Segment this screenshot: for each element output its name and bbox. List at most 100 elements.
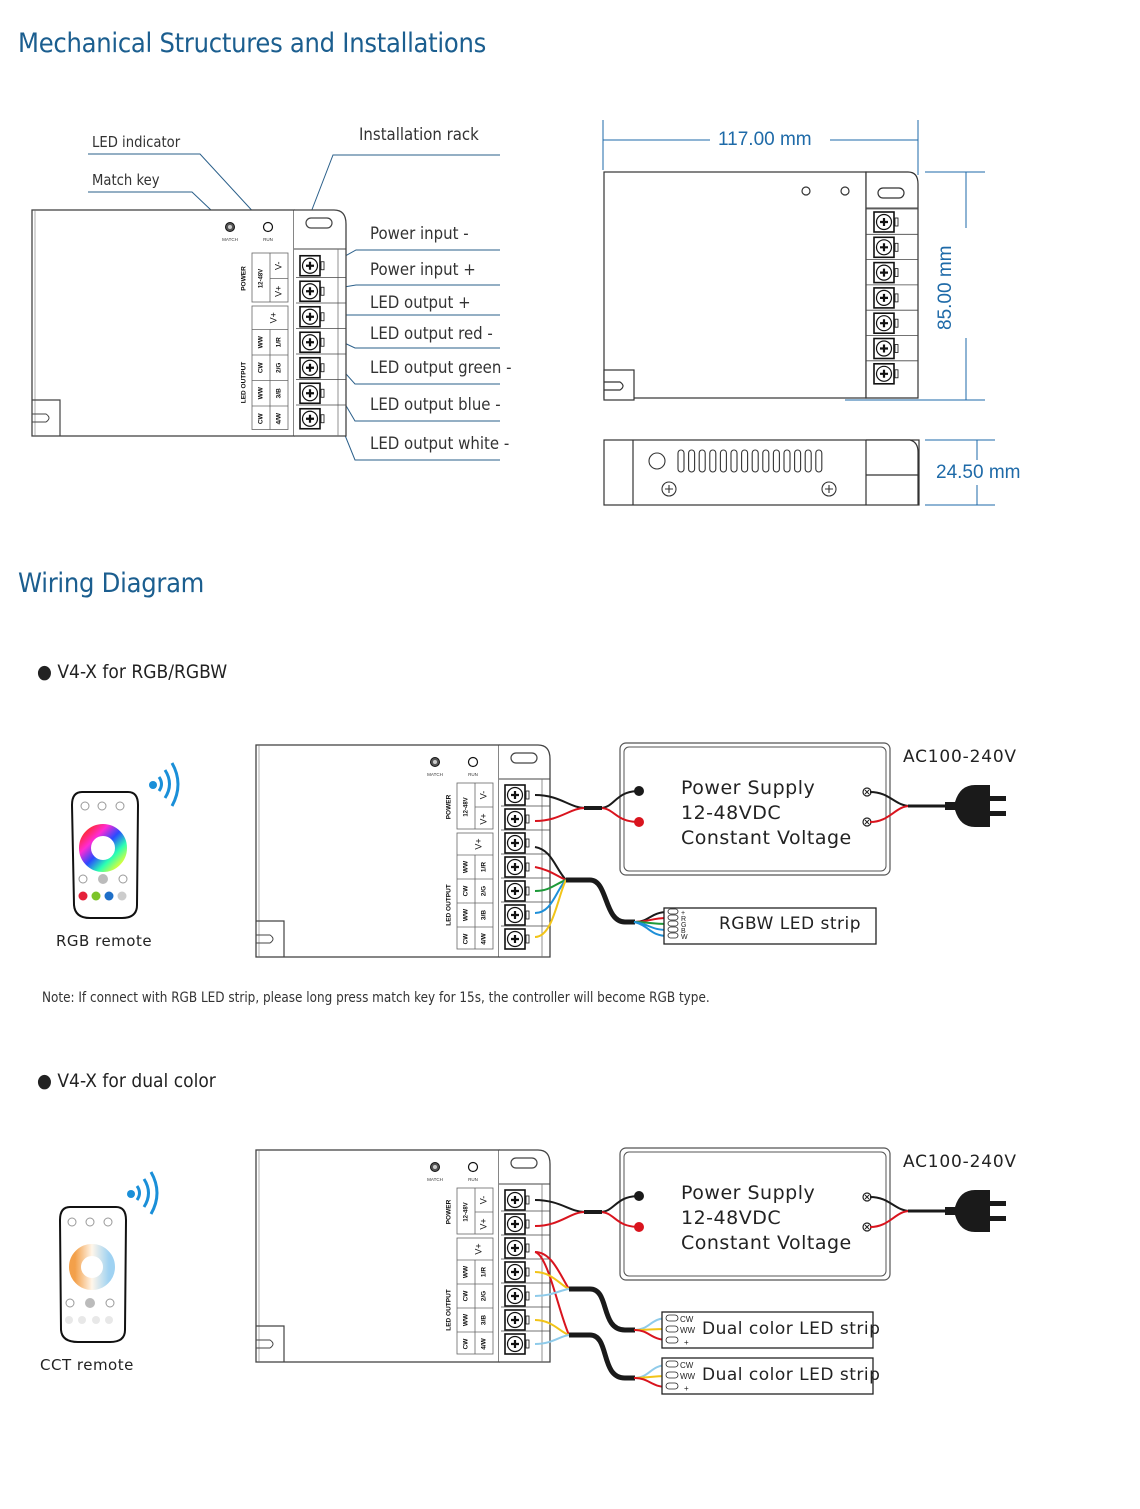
strip-pin-label: WW: [680, 1372, 696, 1381]
strip-pin-label: G: [681, 922, 686, 929]
channel-rgbw-label: 3/B: [276, 388, 283, 398]
mounting-slot: [32, 413, 50, 423]
screw-cross: [306, 338, 314, 347]
rack-slot: [510, 752, 538, 764]
v-plus-label: V+: [273, 286, 283, 297]
channel-cct-label: CW: [258, 412, 265, 424]
terminal-pin: [525, 934, 530, 944]
terminal-pin: [320, 363, 325, 373]
screw-cross: [511, 1244, 519, 1252]
vent-slot: [762, 449, 770, 473]
channel-cct-label: CW: [258, 361, 265, 373]
dual-power-supply-label: Power Supply 12-48VDC Constant Voltage: [681, 1182, 852, 1254]
terminal-pin: [320, 312, 325, 322]
terminal-strip: [501, 784, 550, 950]
screw-cross: [306, 363, 314, 372]
dual-ac-label: AC100-240V: [903, 1152, 1017, 1172]
callout-led-indicator: LED indicator: [92, 133, 181, 151]
channel-cct-label: WW: [258, 335, 265, 348]
terminal-pin: [894, 318, 899, 328]
channel-rgbw-label: 3/B: [481, 910, 488, 920]
vent-slot: [677, 449, 685, 473]
screw-cross: [880, 218, 888, 226]
power-plug-icon: [945, 1190, 1006, 1232]
terminal-pin: [525, 1315, 530, 1325]
strip-pin-label: W: [681, 934, 688, 941]
screw-cross: [511, 839, 519, 847]
screw-cross: [306, 389, 314, 398]
mechanical-section-title: Mechanical Structures and Installations: [18, 28, 487, 59]
controller-body: [31, 209, 295, 437]
vent-slot: [719, 449, 727, 473]
channel-rgbw-label: 2/G: [481, 1291, 488, 1301]
vent-slot: [815, 449, 823, 473]
vent-slot: [698, 449, 706, 473]
channel-cct-label: WW: [463, 1313, 470, 1326]
led-output-label: LED OUTPUT: [446, 884, 453, 926]
strip-pin-label: +: [681, 910, 685, 917]
dimension-depth: 24.50 mm: [936, 462, 1021, 483]
terminal-pin: [320, 337, 325, 347]
terminal-pin: [525, 838, 530, 848]
terminal-pin: [320, 414, 325, 424]
terminal-pin: [525, 1291, 530, 1301]
screw-cross: [880, 268, 888, 277]
rgb-power-supply-label: Power Supply 12-48VDC Constant Voltage: [681, 777, 852, 849]
terminal-pin: [525, 1243, 530, 1253]
screw-cross: [880, 243, 888, 252]
remote-body: [70, 791, 140, 919]
dual-strip-label: Dual color LED strip: [702, 1319, 881, 1339]
v-minus-label: V-: [478, 791, 488, 800]
screw-cross: [511, 911, 519, 919]
dual-subtitle: ● V4-X for dual color: [37, 1070, 216, 1092]
led-output-label: LED OUTPUT: [446, 1289, 453, 1331]
terminal-pin: [525, 886, 530, 896]
dual-strip-box: [661, 1357, 874, 1395]
vent-slot: [804, 449, 812, 473]
strip-pin-label: R: [681, 916, 686, 923]
screw-cross: [511, 1292, 519, 1300]
channel-cct-label: CW: [463, 1338, 470, 1350]
power-supply-box-outer: [619, 1147, 891, 1281]
vent-slot: [751, 449, 759, 473]
screw-cross: [306, 414, 314, 423]
screw-cross: [880, 369, 888, 378]
screw-cross: [880, 293, 888, 302]
channel-rgbw-label: 4/W: [276, 412, 283, 424]
voltage-label: 12-48V: [259, 269, 265, 288]
screw-cross: [511, 791, 519, 799]
vent-slot: [794, 449, 802, 473]
power-label: POWER: [446, 1199, 453, 1224]
channel-rgbw-label: 1/R: [481, 1267, 488, 1277]
vent-slot: [741, 449, 749, 473]
channel-rgbw-label: 2/G: [481, 886, 488, 896]
screw-cross: [511, 815, 519, 823]
match-label: MATCH: [427, 772, 443, 777]
terminal-pin: [525, 910, 530, 920]
rgb-note: Note: If connect with RGB LED strip, ple…: [42, 990, 710, 1006]
terminal-pin: [894, 268, 899, 278]
dimension-drawing: [602, 120, 995, 506]
screw-cross: [511, 1220, 519, 1228]
terminal-callout: LED output +: [370, 293, 471, 313]
run-led-indicator: [262, 221, 274, 233]
terminal-callout: Power input +: [370, 260, 476, 280]
screw-cross: [511, 1196, 519, 1204]
voltage-label: 12-48V: [464, 797, 470, 816]
terminal-pin: [320, 261, 325, 271]
mounting-tab: [256, 920, 285, 957]
bullet-icon: ●: [37, 661, 58, 683]
dual-strip-box: [661, 1311, 874, 1349]
match-label: MATCH: [427, 1177, 443, 1182]
power-label: POWER: [446, 794, 453, 819]
channel-rgbw-label: 1/R: [481, 862, 488, 872]
v-plus-label: V+: [478, 813, 488, 824]
rgbw-strip-box: [663, 907, 877, 945]
channel-cct-label: CW: [463, 933, 470, 945]
rgb-subtitle: ● V4-X for RGB/RGBW: [37, 661, 228, 683]
screw-cross: [306, 287, 314, 296]
